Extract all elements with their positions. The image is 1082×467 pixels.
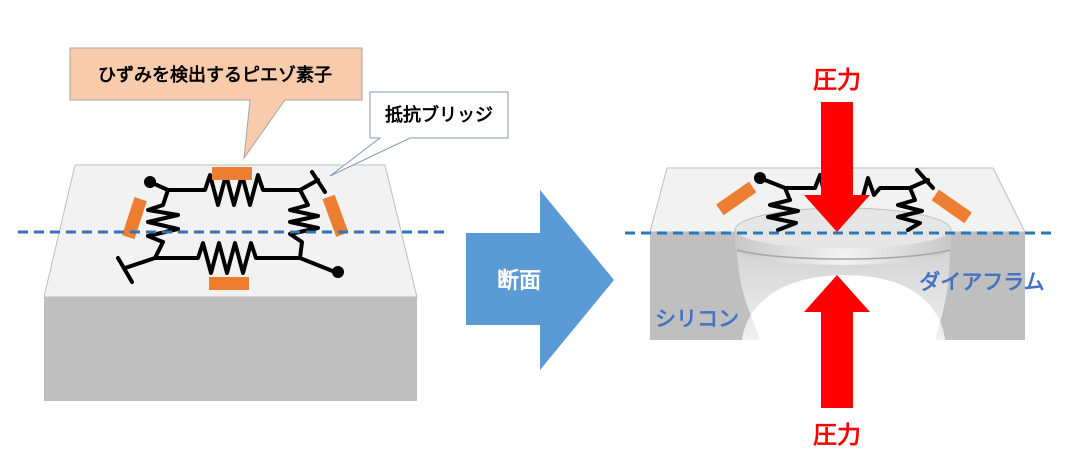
piezo-right xyxy=(322,194,349,237)
right-lead-tick xyxy=(915,168,935,190)
right-bridge-top-right xyxy=(860,176,930,202)
diaphragm-label: ダイアフラム xyxy=(919,270,1044,294)
pressure-label-top: 圧力 xyxy=(813,66,861,94)
piezo-right-right xyxy=(931,189,972,224)
silicon-label: シリコン xyxy=(655,307,739,331)
right-resistor xyxy=(288,188,320,260)
cavity-wall xyxy=(737,240,950,340)
top-resistor xyxy=(166,173,302,207)
lead-bottom-left xyxy=(123,256,157,270)
pressure-arrow-bottom xyxy=(804,275,870,408)
callout-piezo-text: ひずみを検出するピエゾ素子 xyxy=(98,64,332,86)
resistor-bridge xyxy=(116,170,337,284)
lead-tick-top-right xyxy=(310,170,327,194)
right-bridge-right-resistor xyxy=(896,186,924,232)
pressure-label-bottom: 圧力 xyxy=(813,421,861,449)
terminal-bottom-right xyxy=(332,266,344,278)
piezo-elements-left xyxy=(122,167,349,290)
piezo-left xyxy=(122,197,147,240)
lead-tick-bottom-left xyxy=(116,256,134,284)
lead-bottom-right xyxy=(298,256,337,274)
piezo-top xyxy=(212,167,252,180)
piezo-elements-right xyxy=(716,181,972,224)
callout-bridge-text: 抵抗ブリッジ xyxy=(385,104,493,126)
right-terminal-left xyxy=(754,172,766,184)
right-bridge-left-resistor xyxy=(766,186,800,232)
section-arrow: 断面 xyxy=(466,190,614,370)
piezo-right-left xyxy=(716,181,757,216)
callout-piezo: ひずみを検出するピエゾ素子 xyxy=(69,47,363,160)
left-resistor xyxy=(146,188,180,260)
terminal-top-left xyxy=(144,176,156,188)
callout-bridge: 抵抗ブリッジ xyxy=(329,91,509,177)
bottom-resistor xyxy=(153,241,302,275)
pressure-arrow-top xyxy=(804,102,870,232)
section-arrow-label: 断面 xyxy=(497,268,541,294)
lead-top-right xyxy=(298,178,320,192)
diaphragm-edge xyxy=(736,249,951,260)
piezo-bottom xyxy=(209,277,249,290)
chip-front-face xyxy=(44,297,417,401)
